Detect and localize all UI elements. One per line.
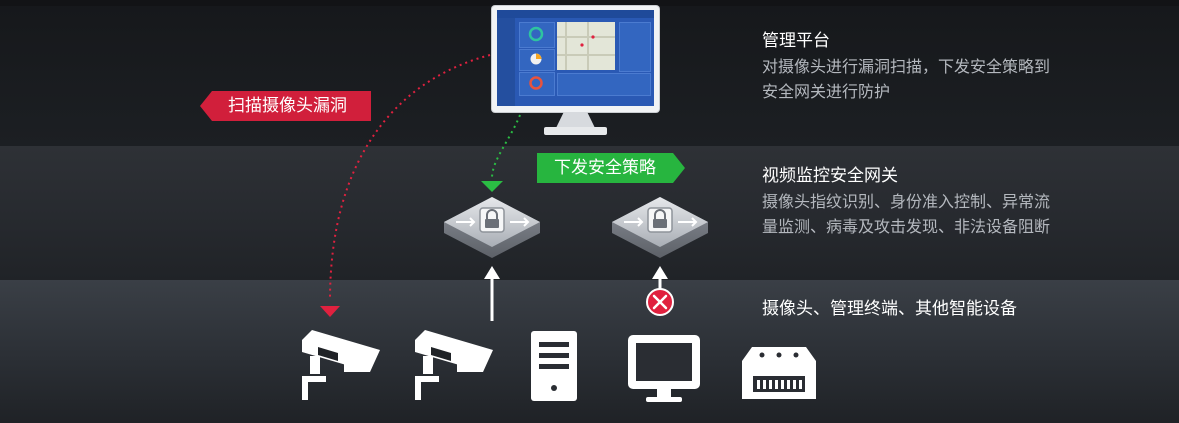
tier-title: 管理平台 (762, 31, 830, 51)
uplink-arrow-blocked (652, 266, 668, 290)
tier-description-gateway: 视频监控安全网关 摄像头指纹识别、身份准入控制、异常流 量监测、病毒及攻击发现、… (762, 164, 1050, 239)
tier-line: 对摄像头进行漏洞扫描，下发安全策略到 (762, 57, 1051, 76)
tier-title: 视频监控安全网关 (762, 166, 898, 186)
tier-description-management: 管理平台 对摄像头进行漏洞扫描，下发安全策略到 安全网关进行防护 (762, 29, 1050, 104)
monitor-screen-frame (492, 6, 659, 112)
policy-path (491, 114, 521, 179)
deliver-policy-label: 下发安全策略 (554, 158, 656, 178)
camera-icon (302, 330, 380, 400)
scan-arrowhead (320, 306, 340, 317)
blocked-icon (646, 288, 674, 316)
tier-band-devices (0, 280, 1179, 423)
network-switch-icon (742, 347, 816, 399)
gateway-icon (612, 197, 708, 258)
server-tower-icon (531, 331, 577, 401)
policy-arrowhead (481, 181, 503, 192)
tier-description-devices: 摄像头、管理终端、其他智能设备 (762, 297, 1017, 322)
scan-vulnerability-tag: 扫描摄像头漏洞 (200, 91, 371, 121)
scan-vulnerability-label: 扫描摄像头漏洞 (228, 96, 347, 116)
scan-path (329, 54, 491, 301)
gateway-icon (444, 197, 540, 258)
top-edge (0, 0, 1179, 6)
monitor-stand (556, 112, 595, 128)
dashboard-screenshot (497, 10, 654, 106)
tier-line: 安全网关进行防护 (762, 82, 891, 101)
monitor-icon (492, 6, 659, 135)
deliver-policy-tag: 下发安全策略 (537, 153, 685, 183)
camera-icon (415, 330, 493, 400)
monitor-base (544, 127, 607, 135)
tier-line: 量监测、病毒及攻击发现、非法设备阻断 (762, 217, 1051, 236)
tier-title: 摄像头、管理终端、其他智能设备 (762, 299, 1017, 319)
desktop-monitor-icon (628, 335, 700, 402)
uplink-arrow-allowed (484, 266, 500, 321)
tier-line: 摄像头指纹识别、身份准入控制、异常流 (762, 192, 1051, 211)
